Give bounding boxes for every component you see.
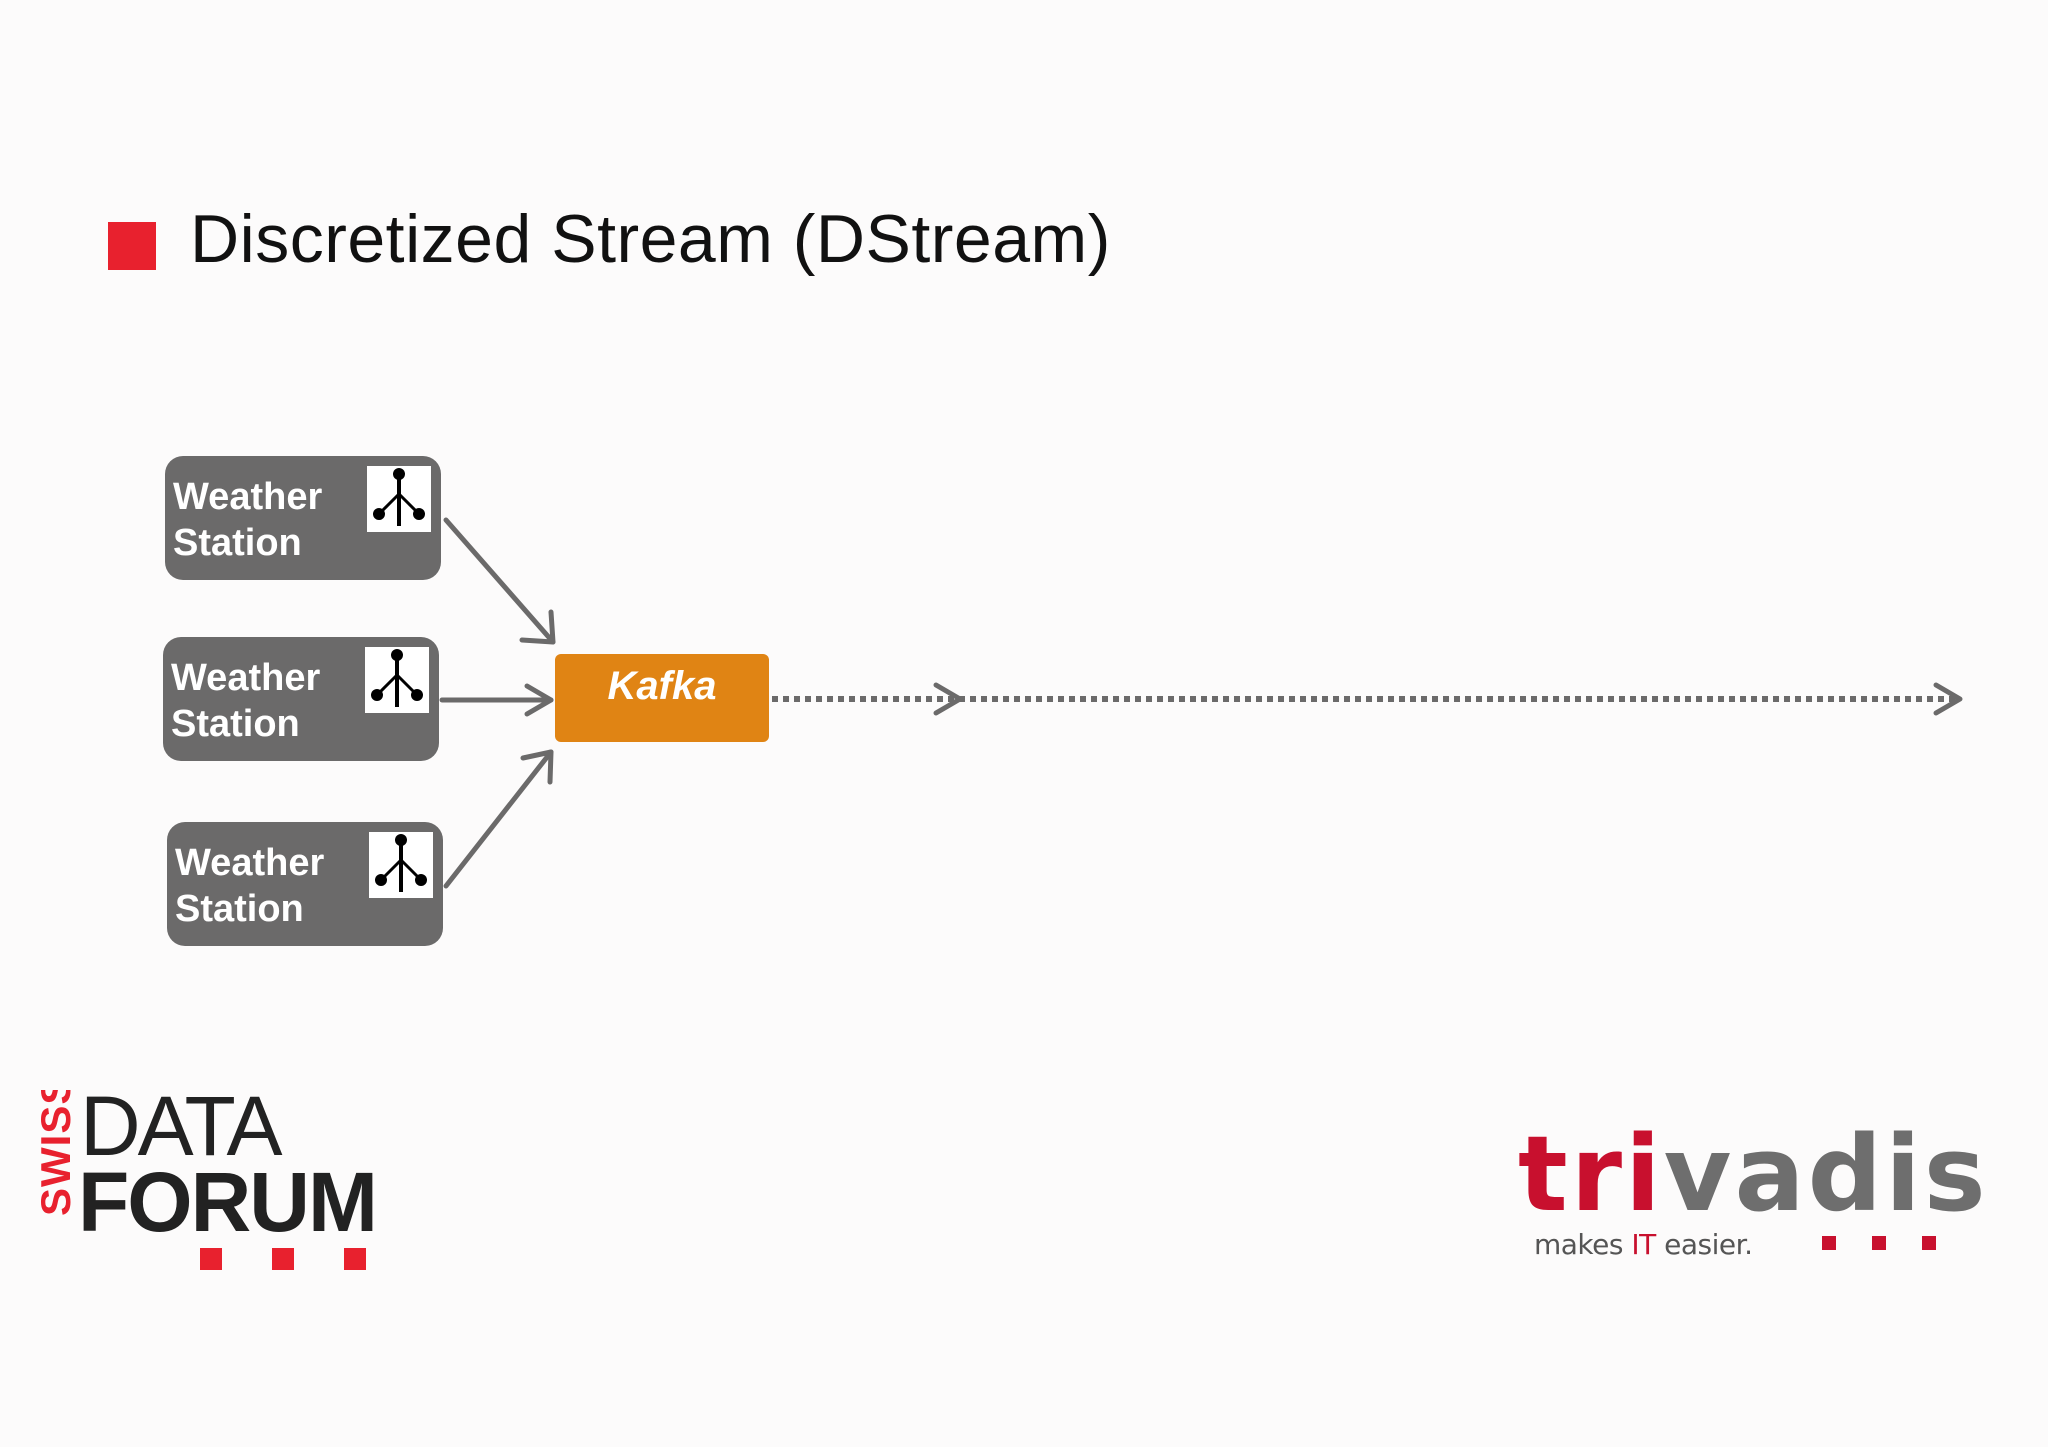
station-label: Weather Station [173,474,343,566]
svg-text:SWISS: SWISS [32,1090,78,1216]
arrow-head-2 [524,683,554,717]
station-label-line1: Weather [171,657,321,699]
swiss-logo-forum: FORUM [78,1155,378,1249]
trivadis-logo: trivadis makes IT easier. [1518,1122,1986,1262]
weather-station-icon [367,466,431,532]
swiss-logo-dots [200,1248,366,1270]
slide-title: Discretized Stream (DStream) [190,201,1111,277]
arrow-head-1 [519,609,556,645]
weather-station-icon [365,647,429,713]
weather-station-3: Weather Station [167,822,443,946]
swiss-data-forum-logo: SWISS DATA FORUM [30,1084,390,1280]
kafka-label: Kafka [607,664,717,708]
stream-arrow-head-1 [933,682,963,716]
kafka-broker-box: Kafka [555,654,769,742]
station-label-line2: Station [173,522,302,564]
stream-arrow-head-2 [1933,682,1963,716]
arrow-station-3-to-kafka [443,749,554,889]
arrow-station-1-to-kafka [443,517,556,645]
weather-station-1: Weather Station [165,456,441,580]
station-label-line1: Weather [173,476,323,518]
station-label: Weather Station [171,655,341,747]
weather-station-2: Weather Station [163,637,439,761]
weather-station-icon [369,832,433,898]
arrow-head-3 [520,749,554,785]
station-label-line1: Weather [175,842,325,884]
title-bullet [108,222,156,270]
trivadis-wordmark: trivadis [1518,1113,1989,1235]
station-label-line2: Station [171,703,300,745]
swiss-vertical-text: SWISS [32,1090,78,1216]
trivadis-tagline: makes IT easier. [1534,1228,1753,1261]
swiss-logo-data: DATA [80,1079,283,1173]
station-label: Weather Station [175,840,345,932]
trivadis-logo-dots [1822,1236,1936,1250]
station-label-line2: Station [175,888,304,930]
